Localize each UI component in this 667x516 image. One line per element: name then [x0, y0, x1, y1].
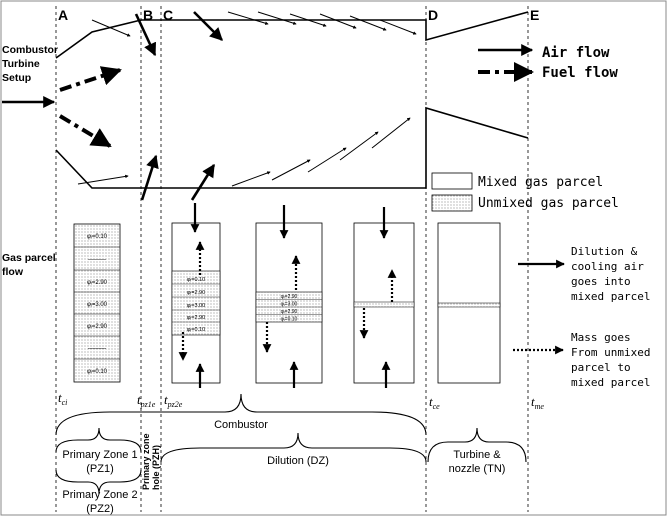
dz1-phi-3: φᵢ=3.00: [187, 303, 205, 309]
brace-pz1: [55, 427, 142, 453]
fuel-injection-upper: [59, 66, 122, 92]
zone-label-pzh-line2: hole (PZH): [151, 445, 161, 490]
legend-air-label: Air flow: [542, 45, 610, 61]
flow-label-line2: flow: [2, 266, 24, 278]
legend-fuel-label: Fuel flow: [542, 65, 618, 81]
legend-mixed-swatch: [431, 172, 473, 190]
station-label-c: C: [163, 7, 173, 23]
zone-label-pzh-line1: Primary zone: [141, 433, 151, 490]
pz-phi-2: ———: [88, 257, 106, 263]
pzh-air-jet-lower: [140, 154, 159, 201]
zone-label-combustor: Combustor: [214, 419, 268, 431]
cooling-air-upper: [227, 11, 417, 35]
legend-dilution-line3: goes into: [571, 275, 631, 288]
dz1-phi-1: φᵢ=0.10: [187, 277, 205, 283]
time-tce: tce: [429, 394, 440, 411]
legend-mass-line1: Mass goes: [571, 331, 631, 344]
pz-air-arrow-lower: [77, 174, 129, 185]
station-label-b: B: [143, 7, 153, 23]
zone-label-pz2-line2: (PZ2): [86, 503, 114, 515]
legend-mass-line4: mixed parcel: [571, 376, 650, 389]
setup-label-line3: Setup: [2, 72, 31, 84]
zone-braces: [55, 393, 527, 495]
lower-wall: [55, 106, 529, 189]
legend-unmixed-swatch: [431, 194, 473, 212]
legend-mixed-label: Mixed gas parcel: [478, 175, 603, 190]
setup-label-line1: Combustor: [2, 44, 58, 56]
legend-mass-line2: From unmixed: [571, 346, 650, 359]
time-tci: tci: [58, 390, 67, 407]
pz-phi-1: φᵢ=0.10: [87, 234, 108, 240]
pz-phi-7: φᵢ=0.10: [87, 369, 108, 375]
dz-parcel-3: [353, 207, 415, 388]
zone-label-tn-line2: nozzle (TN): [449, 463, 506, 475]
legend-dilution-line4: mixed parcel: [571, 290, 650, 303]
dz-air-jet-upper: [193, 11, 223, 41]
station-lines: [55, 6, 529, 512]
combustor-walls: [55, 11, 529, 189]
pz-phi-5: φᵢ=2.90: [87, 324, 108, 330]
dz-parcel-1: φᵢ=0.10 φᵢ=2.90 φᵢ=3.00 φᵢ=2.90 φᵢ=0.10: [171, 203, 221, 388]
legend-dilution-line1: Dilution &: [571, 245, 638, 258]
dz2-phi-4: φᵢ=0.10: [281, 317, 298, 323]
cooling-air-lower: [231, 117, 411, 187]
zone-label-pz1-line1: Primary Zone 1: [62, 449, 137, 461]
station-label-a: A: [58, 7, 68, 23]
zone-label-pz1-line2: (PZ1): [86, 463, 114, 475]
legend-mass-line3: parcel to: [571, 361, 631, 374]
dz1-phi-4: φᵢ=2.90: [187, 315, 205, 321]
pz-parcel-stack: φᵢ=0.10 ——— φᵢ=2.90 φᵢ=3.00 φᵢ=2.90 ——— …: [73, 223, 121, 383]
zone-label-tn-line1: Turbine &: [453, 449, 501, 461]
flow-label-line1: Gas parcel: [2, 252, 56, 264]
pz-phi-6: ———: [88, 346, 106, 352]
station-label-d: D: [428, 7, 438, 23]
pzh-air-jet-upper: [134, 13, 157, 57]
legend-unmixed-label: Unmixed gas parcel: [478, 196, 619, 211]
brace-combustor: [55, 393, 427, 436]
dz2-phi-3: φᵢ=2.90: [281, 309, 298, 315]
brace-pz2: [55, 469, 142, 495]
dz1-phi-5: φᵢ=0.10: [187, 327, 205, 333]
dz1-phi-2: φᵢ=2.90: [187, 290, 205, 296]
dz-parcel-2: φᵢ=2.90 φᵢ=3.00 φᵢ=2.90 φᵢ=0.10: [255, 205, 323, 388]
time-tme: tme: [531, 394, 544, 411]
fuel-injection-lower: [58, 114, 112, 148]
brace-dz: [160, 432, 427, 463]
zone-label-pz2-line1: Primary Zone 2: [62, 489, 137, 501]
time-tpz2e: tpz2e: [164, 392, 183, 409]
pz-phi-3: φᵢ=2.90: [87, 280, 108, 286]
dz2-phi-1: φᵢ=2.90: [281, 294, 298, 300]
tn-parcel: [437, 222, 501, 384]
dz2-phi-2: φᵢ=3.00: [281, 302, 298, 308]
pz-air-arrow-upper: [91, 19, 131, 37]
dz-air-jet-lower: [190, 163, 216, 201]
station-label-e: E: [530, 7, 539, 23]
pz-phi-4: φᵢ=3.00: [87, 302, 108, 308]
zone-label-dz: Dilution (DZ): [267, 455, 329, 467]
time-tpz1e: tpz1e: [137, 392, 156, 409]
brace-tn: [427, 427, 527, 463]
legend-dilution-line2: cooling air: [571, 260, 644, 273]
setup-label-line2: Turbine: [2, 58, 40, 70]
